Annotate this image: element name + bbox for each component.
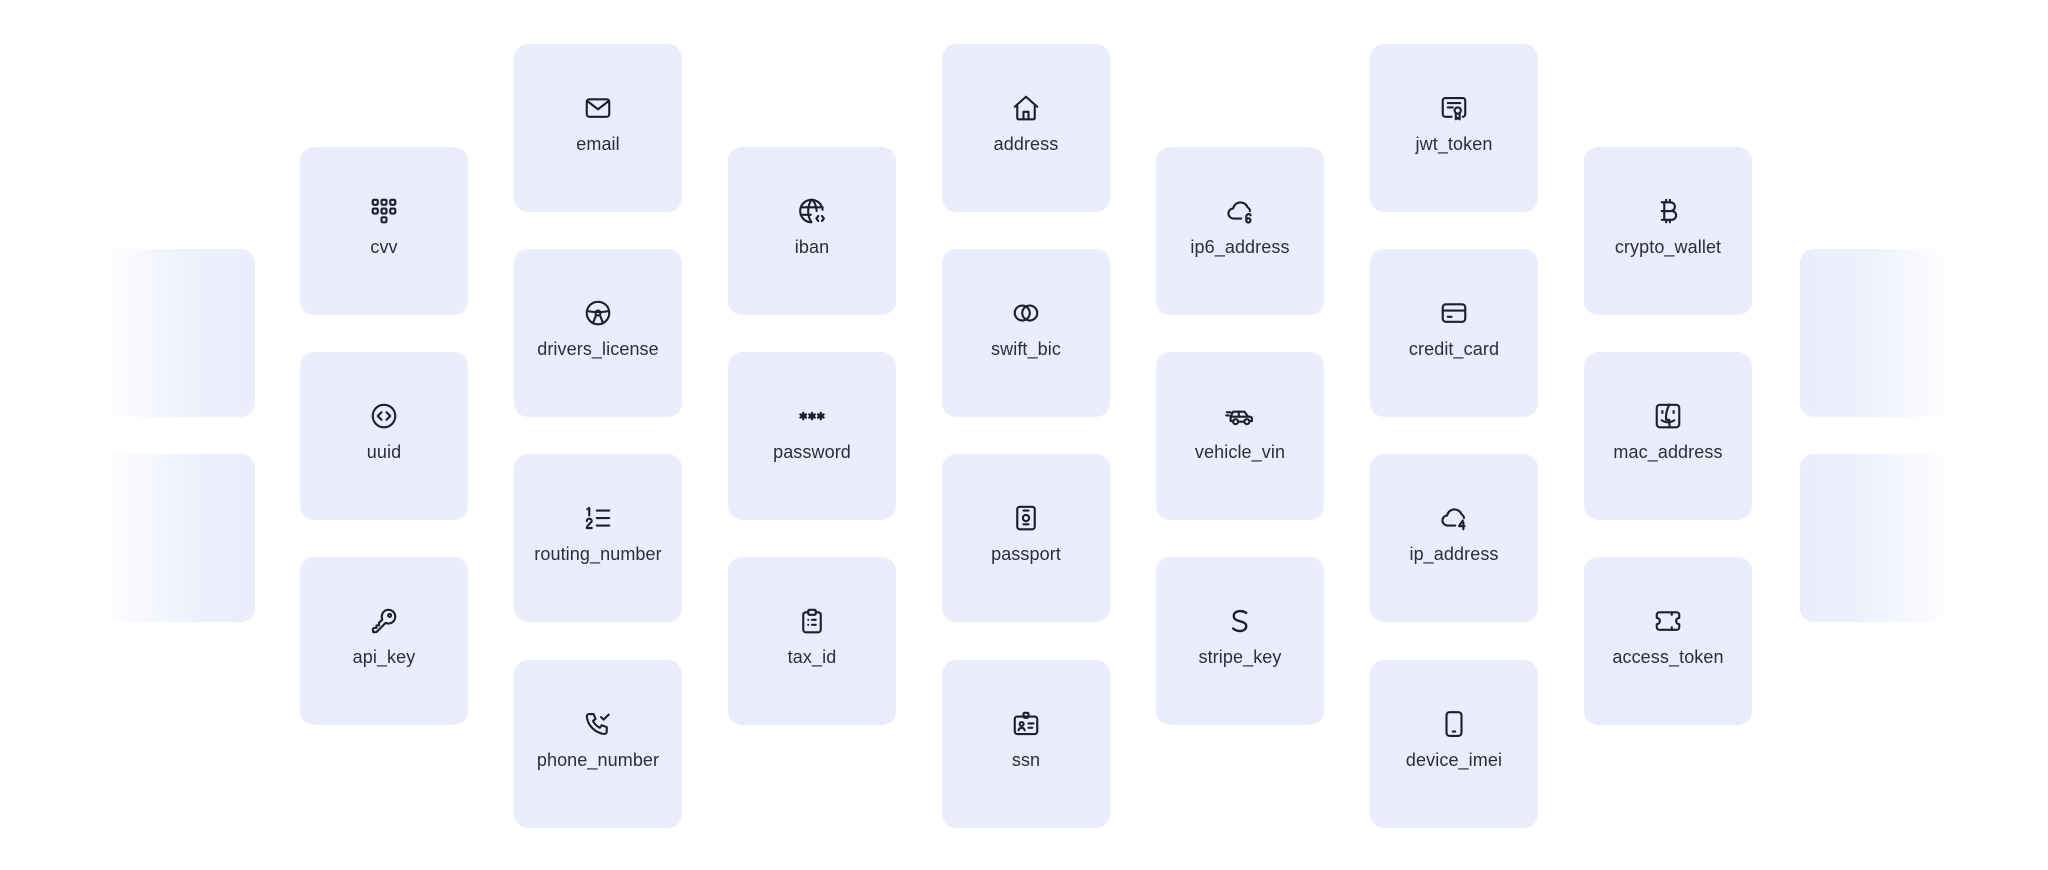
tile-ssn[interactable]: ssn bbox=[942, 660, 1110, 828]
tile-label: passport bbox=[991, 544, 1061, 564]
code-circle-icon bbox=[368, 400, 400, 432]
tile-ip-address[interactable]: ip_address bbox=[1370, 454, 1538, 622]
tile-label: crypto_wallet bbox=[1614, 237, 1722, 257]
tile-label: device_imei bbox=[1405, 750, 1503, 770]
keypad-icon bbox=[368, 195, 400, 227]
cloud-four-icon bbox=[1438, 502, 1470, 534]
fast-car-icon bbox=[1224, 400, 1256, 432]
globe-code-icon bbox=[796, 195, 828, 227]
tile-label: drivers_license bbox=[537, 339, 659, 359]
key-icon bbox=[368, 605, 400, 637]
finder-face-icon bbox=[1652, 400, 1684, 432]
tile-label: routing_number bbox=[534, 544, 662, 564]
tile-label: ip_address bbox=[1409, 544, 1499, 564]
tile-jwt-token[interactable]: jwt_token bbox=[1370, 44, 1538, 212]
envelope-icon bbox=[582, 92, 614, 124]
tile-label: jwt_token bbox=[1415, 134, 1493, 154]
tile-credit-card[interactable]: credit_card bbox=[1370, 249, 1538, 417]
tile-label: uuid bbox=[366, 442, 402, 462]
smartphone-icon bbox=[1438, 708, 1470, 740]
tile-label: ip6_address bbox=[1190, 237, 1290, 257]
tile-stripe-key[interactable]: stripe_key bbox=[1156, 557, 1324, 725]
tile-address[interactable]: address bbox=[942, 44, 1110, 212]
tile-label: phone_number bbox=[536, 750, 660, 770]
tile-label: credit_card bbox=[1408, 339, 1500, 359]
tile-swift-bic[interactable]: swift_bic bbox=[942, 249, 1110, 417]
id-badge-icon bbox=[1010, 708, 1042, 740]
tile-label: stripe_key bbox=[1198, 647, 1282, 667]
tile-tax-id[interactable]: tax_id bbox=[728, 557, 896, 725]
tile-iban[interactable]: iban bbox=[728, 147, 896, 315]
passport-icon bbox=[1010, 502, 1042, 534]
linked-rings-icon bbox=[1010, 297, 1042, 329]
tile-label: address bbox=[993, 134, 1059, 154]
tile-phone-number[interactable]: phone_number bbox=[514, 660, 682, 828]
faded-tile-left-upper bbox=[95, 249, 255, 417]
tile-email[interactable]: email bbox=[514, 44, 682, 212]
tile-ip6-address[interactable]: ip6_address bbox=[1156, 147, 1324, 315]
tile-routing-number[interactable]: routing_number bbox=[514, 454, 682, 622]
tile-cvv[interactable]: cvv bbox=[300, 147, 468, 315]
tile-vehicle-vin[interactable]: vehicle_vin bbox=[1156, 352, 1324, 520]
faded-tile-right-lower bbox=[1800, 454, 1960, 622]
bitcoin-icon bbox=[1652, 195, 1684, 227]
tile-access-token[interactable]: access_token bbox=[1584, 557, 1752, 725]
stripe-s-icon bbox=[1224, 605, 1256, 637]
tile-label: email bbox=[576, 134, 620, 154]
tile-mac-address[interactable]: mac_address bbox=[1584, 352, 1752, 520]
tile-label: tax_id bbox=[787, 647, 837, 667]
phone-check-icon bbox=[582, 708, 614, 740]
credit-card-icon bbox=[1438, 297, 1470, 329]
faded-tile-right-upper bbox=[1800, 249, 1960, 417]
tile-password[interactable]: password bbox=[728, 352, 896, 520]
tile-uuid[interactable]: uuid bbox=[300, 352, 468, 520]
tile-device-imei[interactable]: device_imei bbox=[1370, 660, 1538, 828]
tile-label: api_key bbox=[352, 647, 416, 667]
faded-tile-left-lower bbox=[95, 454, 255, 622]
certificate-icon bbox=[1438, 92, 1470, 124]
steering-wheel-icon bbox=[582, 297, 614, 329]
house-icon bbox=[1010, 92, 1042, 124]
tile-label: cvv bbox=[370, 237, 398, 257]
tile-label: ssn bbox=[1011, 750, 1041, 770]
tile-label: vehicle_vin bbox=[1194, 442, 1286, 462]
tile-drivers-license[interactable]: drivers_license bbox=[514, 249, 682, 417]
tile-label: swift_bic bbox=[991, 339, 1061, 359]
ticket-icon bbox=[1652, 605, 1684, 637]
tile-label: iban bbox=[794, 237, 830, 257]
tile-label: password bbox=[773, 442, 851, 462]
asterisks-icon bbox=[796, 400, 828, 432]
tile-passport[interactable]: passport bbox=[942, 454, 1110, 622]
clipboard-list-icon bbox=[796, 605, 828, 637]
numbered-list-icon bbox=[582, 502, 614, 534]
tile-crypto-wallet[interactable]: crypto_wallet bbox=[1584, 147, 1752, 315]
tile-label: mac_address bbox=[1613, 442, 1723, 462]
tile-label: access_token bbox=[1612, 647, 1724, 667]
cloud-six-icon bbox=[1224, 195, 1256, 227]
tile-api-key[interactable]: api_key bbox=[300, 557, 468, 725]
